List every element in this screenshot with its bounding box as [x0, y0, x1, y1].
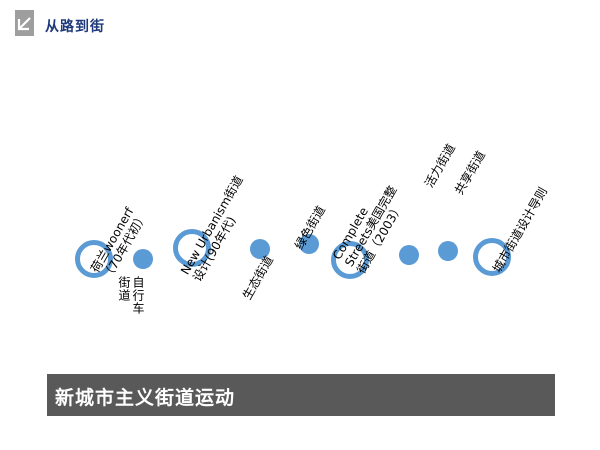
label-design-guide: 城市街道设计导则 — [490, 184, 551, 275]
banner-text: 新城市主义街道运动 — [55, 387, 236, 409]
timeline-dot-node — [250, 239, 270, 259]
arrow-down-right-icon — [15, 10, 34, 36]
label-eco-street: 生态街道 — [240, 253, 277, 302]
page-title: 从路到街 — [45, 19, 105, 35]
timeline-ring-node — [473, 238, 511, 276]
timeline-dot-node — [399, 245, 419, 265]
timeline-dot-node — [438, 241, 458, 261]
timeline-dot-node — [299, 234, 319, 254]
timeline-ring-node — [331, 241, 369, 279]
label-shared-street: 共享街道 — [452, 148, 489, 197]
timeline-ring-node — [75, 240, 113, 278]
label-vital-street: 活力街道 — [422, 141, 459, 190]
timeline-dot-node — [133, 249, 153, 269]
label-complete-streets: Complete Streets美国完整 街道（2003） — [330, 183, 406, 276]
label-bicycle-street: 自行车 街道 — [117, 276, 145, 315]
timeline-ring-node — [173, 229, 211, 267]
timeline: 荷兰woonerf （70年代初） 自行车 街道 New Urbanism街道 … — [75, 141, 551, 315]
bottom-banner: 新城市主义街道运动 — [47, 374, 555, 416]
